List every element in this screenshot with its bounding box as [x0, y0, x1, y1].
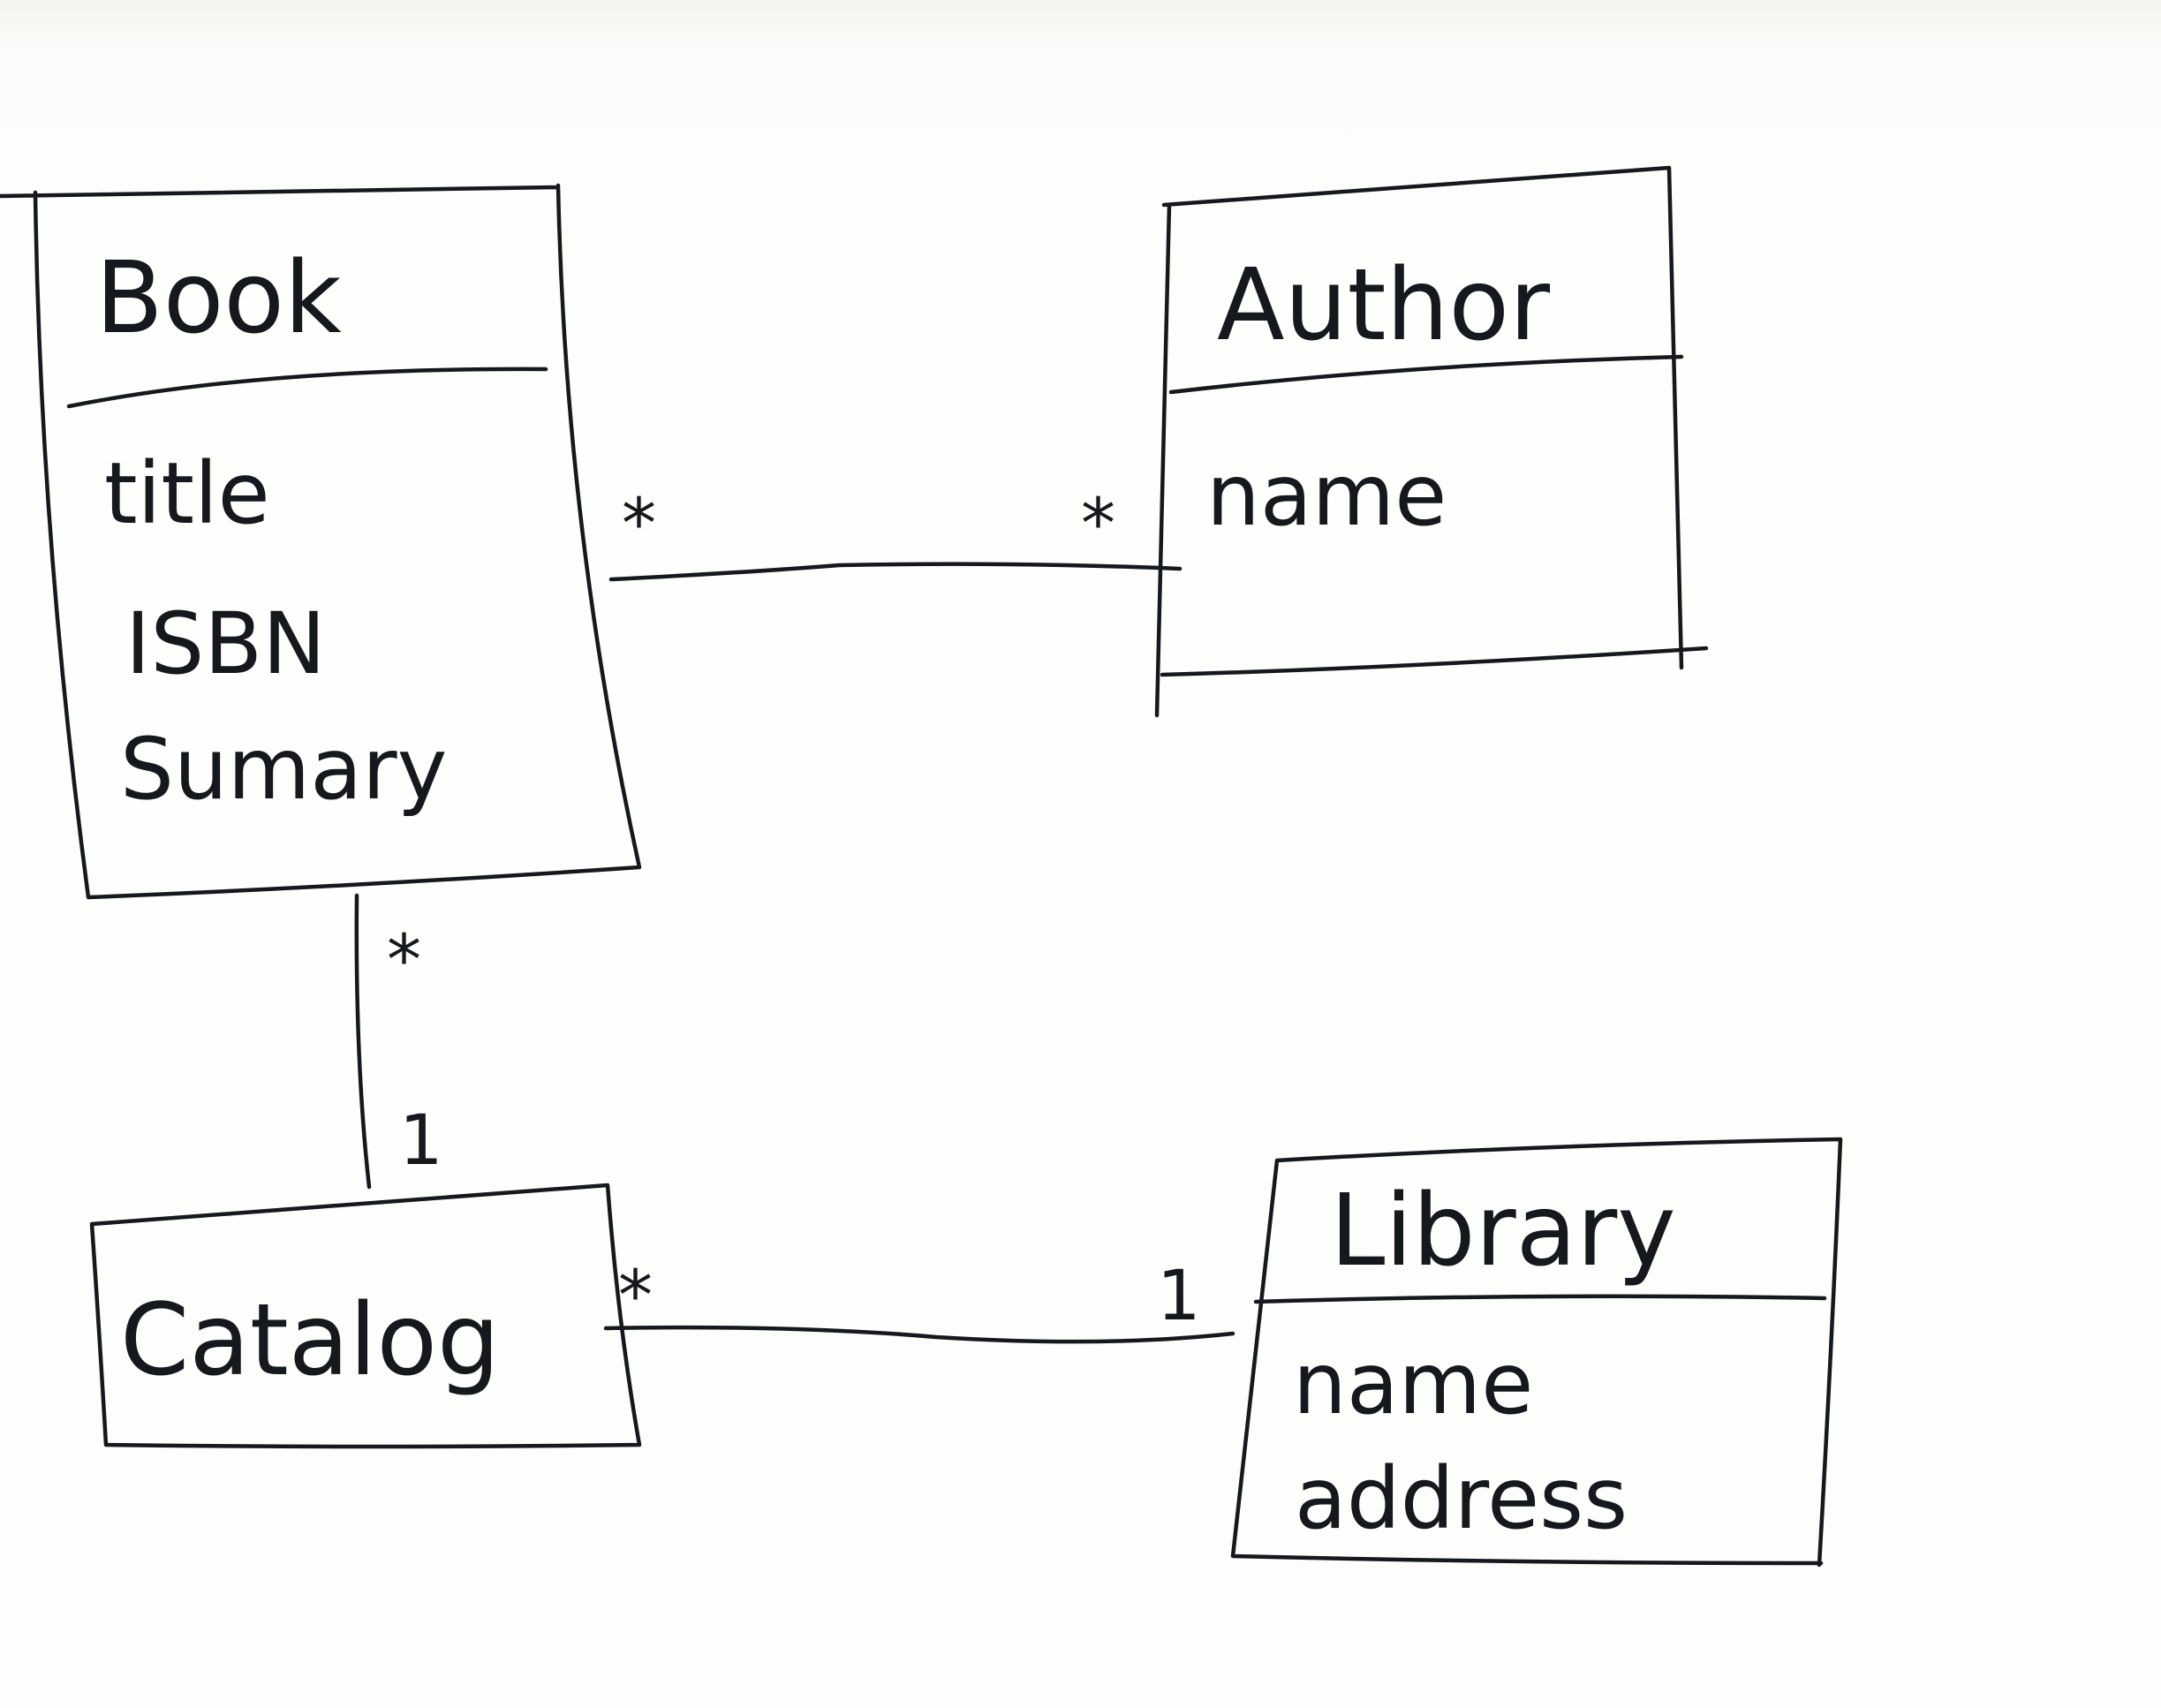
book-attr-summary: Sumary	[120, 720, 447, 819]
mult-book-catalog-book-end: *	[387, 921, 421, 1001]
catalog-class-name: Catalog	[120, 1283, 500, 1398]
class-author: Author name	[1154, 165, 1709, 718]
author-box-outline	[1154, 165, 1709, 718]
book-box-outline	[0, 183, 642, 900]
mult-book-author-author-end: *	[1081, 485, 1115, 564]
association-book-author	[608, 562, 1183, 582]
book-attr-title: title	[104, 444, 270, 543]
library-class-name: Library	[1330, 1174, 1676, 1289]
library-attr-name: name	[1293, 1334, 1533, 1433]
mult-book-author-book-end: *	[622, 485, 656, 564]
book-attr-isbn: ISBN	[125, 594, 326, 693]
mult-catalog-library-catalog-end: *	[618, 1257, 653, 1336]
mult-book-catalog-catalog-end: 1	[399, 1101, 443, 1181]
library-attr-address: address	[1295, 1449, 1628, 1548]
class-library: Library name address	[1230, 1137, 1843, 1568]
author-header-divider	[1168, 354, 1684, 395]
mult-catalog-library-library-end: 1	[1157, 1257, 1201, 1336]
catalog-box-outline	[89, 1183, 642, 1449]
class-catalog: Catalog	[89, 1183, 642, 1449]
book-header-divider	[66, 367, 548, 409]
association-catalog-library	[603, 1325, 1235, 1344]
library-box-outline	[1230, 1137, 1843, 1568]
book-class-name: Book	[95, 241, 342, 356]
class-book: Book title ISBN Sumary	[0, 183, 642, 900]
author-attr-name: name	[1206, 446, 1447, 545]
library-header-divider	[1253, 1294, 1827, 1304]
association-book-catalog	[354, 893, 372, 1190]
author-class-name: Author	[1217, 248, 1551, 363]
